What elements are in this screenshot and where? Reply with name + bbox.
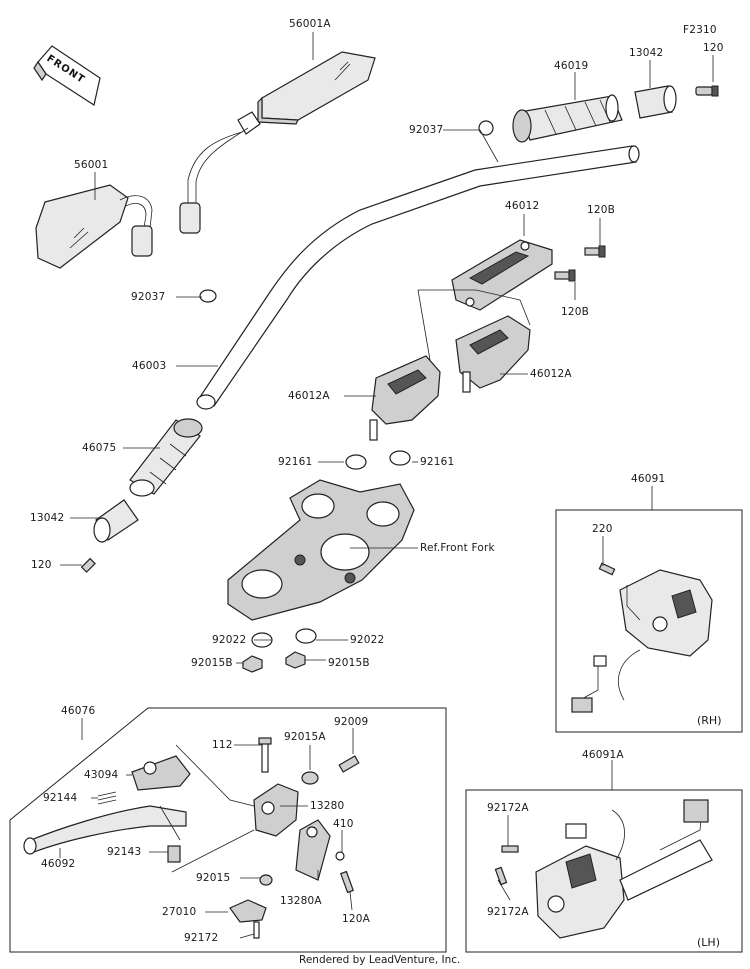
label-band-left: 92037 (131, 291, 166, 303)
grip-left (129, 418, 203, 497)
nut-right (285, 651, 306, 669)
label-mirror-right: 56001A (289, 18, 331, 30)
upper-triple-clamp (227, 479, 415, 621)
label-washer-left: 92161 (278, 456, 313, 468)
bolt-left (80, 557, 96, 573)
label-bracket: 13280 (310, 800, 345, 812)
nut-92015 (259, 874, 273, 886)
bolt-120a (339, 870, 355, 894)
leader-lines (59, 32, 714, 939)
mirror-clamp (295, 819, 331, 881)
screw-92009 (338, 755, 360, 773)
holder-left (369, 355, 441, 441)
clutch-lever (23, 805, 187, 855)
screw-92172 (253, 921, 260, 939)
clamp-band-upper (478, 120, 494, 136)
label-handlebar: 46003 (132, 360, 167, 372)
bar-end-weight-right (634, 85, 677, 119)
switch-housing-left (535, 799, 713, 939)
label-bolt-112: 112 (212, 739, 233, 751)
switch-rh-box (555, 509, 743, 733)
screw-rh (598, 562, 616, 576)
label-clamp: 13280A (280, 895, 322, 907)
mirror-right (179, 51, 376, 234)
nut-left (242, 655, 263, 673)
switch-lh-box (465, 789, 743, 953)
label-nut-left: 92015B (191, 657, 233, 669)
label-nut-right: 92015B (328, 657, 370, 669)
washer-left (345, 454, 367, 470)
label-bolt-upper-a: 120B (587, 204, 616, 216)
label-holder-right: 46012A (530, 368, 572, 380)
label-screw-rh: 220 (592, 523, 613, 535)
label-screw-92172: 92172 (184, 932, 219, 944)
label-adjuster: 43094 (84, 769, 119, 781)
clamp-band-lower (199, 289, 217, 303)
label-nut-92015: 92015 (196, 872, 231, 884)
label-lever: 46092 (41, 858, 76, 870)
label-weight-left: 13042 (30, 512, 65, 524)
lever-adjuster (131, 755, 191, 791)
label-weight-right: 13042 (629, 47, 664, 59)
label-bolt-right: 120 (703, 42, 724, 54)
label-bolt-120a: 120A (342, 913, 371, 925)
bolt-upper-b (554, 269, 576, 282)
label-washer-bottom-right: 92022 (350, 634, 385, 646)
label-mirror-left: 56001 (74, 159, 109, 171)
label-holder-upper: 46012 (505, 200, 540, 212)
label-switch-27010: 27010 (162, 906, 197, 918)
label-switch-lh: 46091A (582, 749, 624, 761)
label-screw-lh-a: 92172A (487, 802, 529, 814)
label-grip-right: 46019 (554, 60, 589, 72)
label-screw-lh-b: 92172A (487, 906, 529, 918)
bar-end-weight-left (93, 499, 139, 543)
label-grip-left: 46075 (82, 442, 117, 454)
switch-housing-right (571, 569, 713, 713)
label-holder-left: 46012A (288, 390, 330, 402)
label-band-right: 92037 (409, 124, 444, 136)
label-switch-rh: 46091 (631, 473, 666, 485)
nut-92015a (301, 771, 319, 785)
washer-right (389, 450, 411, 466)
washer-bottom-right (295, 628, 317, 644)
screw-lh-a (501, 845, 519, 853)
lever-assy-box (9, 707, 447, 953)
handlebar (196, 145, 640, 410)
front-arrow-icon (33, 45, 101, 106)
bolt-112 (258, 737, 272, 773)
label-washer-right: 92161 (420, 456, 455, 468)
label-bolt-left: 120 (31, 559, 52, 571)
label-screw-92009: 92009 (334, 716, 369, 728)
label-spring: 92144 (43, 792, 78, 804)
bolt-right (695, 85, 719, 97)
label-spacer: 410 (333, 818, 354, 830)
screw-lh-b (494, 866, 508, 886)
diagram-code: F2310 (683, 24, 717, 36)
label-lh-side: (LH) (697, 936, 720, 949)
label-washer-bottom-left: 92022 (212, 634, 247, 646)
grip-right (512, 94, 623, 143)
footer-credit: Rendered by LeadVenture, Inc. (299, 954, 461, 966)
label-nut-92015a: 92015A (284, 731, 326, 743)
label-bolt-upper-b: 120B (561, 306, 590, 318)
label-lever-assy: 46076 (61, 705, 96, 717)
lever-spring (97, 791, 117, 805)
lever-collar (167, 845, 181, 863)
label-ref-front-fork: Ref.Front Fork (420, 542, 495, 554)
lever-bracket (253, 783, 299, 837)
label-collar: 92143 (107, 846, 142, 858)
bolt-upper-a (584, 245, 606, 258)
spacer-410 (335, 851, 345, 861)
holder-right (455, 315, 531, 393)
label-rh-side: (RH) (697, 714, 722, 727)
switch-27010 (229, 899, 267, 923)
mirror-left (35, 184, 153, 269)
upper-holder (451, 239, 553, 311)
